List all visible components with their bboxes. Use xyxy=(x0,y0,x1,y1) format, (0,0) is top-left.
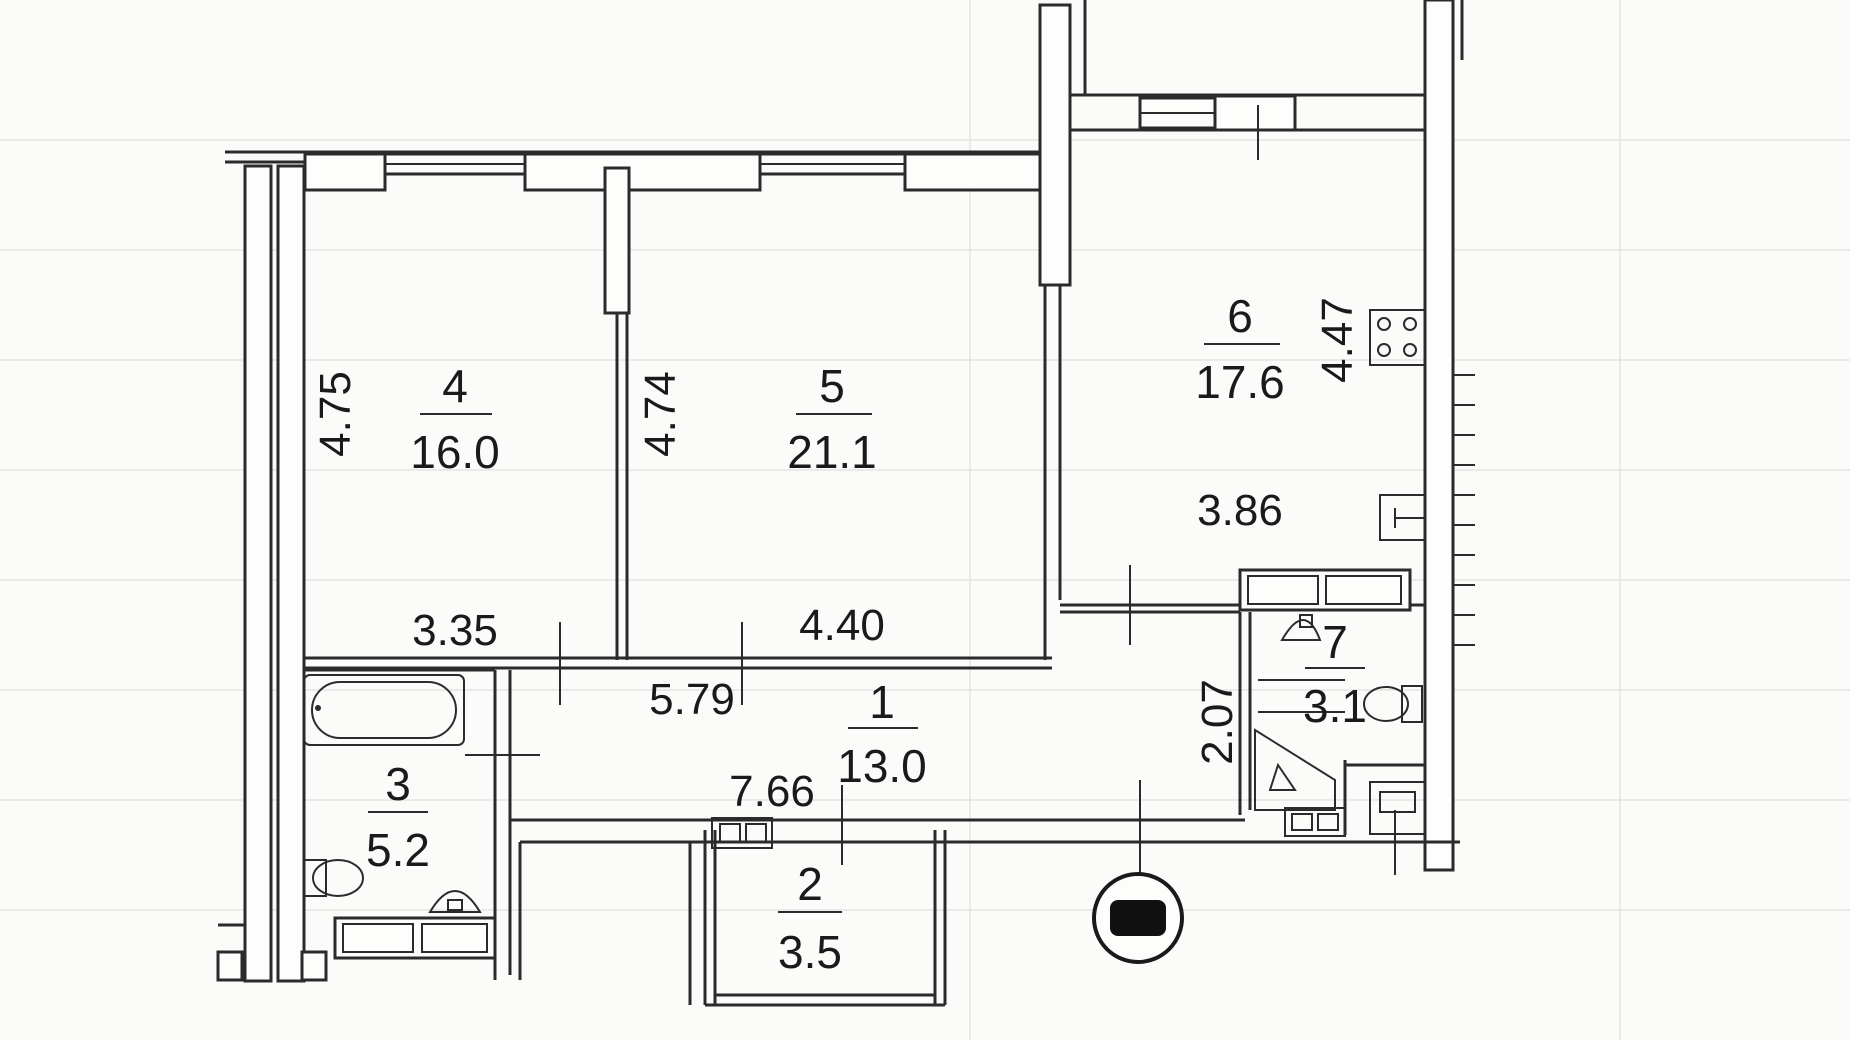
dimension-corridor-width: 5.79 xyxy=(649,675,735,724)
wc-radiator-icon xyxy=(1284,807,1346,837)
interior-walls xyxy=(216,603,1460,1007)
room-number: 5 xyxy=(819,360,845,412)
room-6-label: 6 17.6 xyxy=(1195,290,1285,408)
shower-icon xyxy=(1254,728,1336,811)
room-number: 7 xyxy=(1322,616,1348,668)
wall-room5-room6 xyxy=(1038,3,1072,287)
entrance-marker-icon xyxy=(1092,872,1184,964)
dimension-room4-width: 3.35 xyxy=(412,606,498,655)
right-wall xyxy=(1423,0,1455,872)
bathtub-icon xyxy=(303,674,465,746)
wc-toilet-icon xyxy=(1363,685,1423,723)
dimension-room5-width: 4.40 xyxy=(799,601,885,650)
room-2-label: 2 3.5 xyxy=(778,858,842,978)
room-area: 13.0 xyxy=(837,740,927,792)
room-number: 1 xyxy=(869,676,895,728)
sink-icon xyxy=(428,890,482,913)
dimension-room6-width: 3.86 xyxy=(1197,486,1283,535)
wc-sink-icon xyxy=(1280,614,1322,641)
stove-icon xyxy=(1369,309,1426,366)
dimension-room6-height: 4.47 xyxy=(1313,297,1362,383)
kitchen-radiator-icon xyxy=(1238,568,1412,612)
room-area: 16.0 xyxy=(410,426,500,478)
room-4-label: 4 16.0 xyxy=(410,360,500,478)
room-area: 3.1 xyxy=(1303,680,1367,732)
partition-room4-room5 xyxy=(603,166,631,315)
room-number: 6 xyxy=(1227,290,1253,342)
exterior-walls xyxy=(225,0,1475,983)
room-number: 2 xyxy=(797,858,823,910)
room-number: 4 xyxy=(442,360,468,412)
utility-box-icon xyxy=(1369,781,1426,835)
radiator-icon xyxy=(333,916,497,960)
room-5-label: 5 21.1 xyxy=(787,360,877,478)
right-wall-ticks xyxy=(1453,374,1475,646)
kitchen-sink-icon xyxy=(1379,494,1426,541)
corridor-radiator-icon xyxy=(711,817,773,849)
room-area: 17.6 xyxy=(1195,356,1285,408)
dimension-corridor-length: 7.66 xyxy=(729,767,815,816)
room-area: 5.2 xyxy=(366,824,430,876)
toilet-icon xyxy=(303,859,364,897)
room-7-label: 7 3.1 xyxy=(1303,616,1367,732)
room-1-label: 1 13.0 xyxy=(837,676,927,792)
room-area: 21.1 xyxy=(787,426,877,478)
dimension-room5-height: 4.74 xyxy=(636,371,685,457)
dimension-room4-height: 4.75 xyxy=(311,371,360,457)
dimension-room7-height: 2.07 xyxy=(1193,679,1242,765)
left-wall-inner xyxy=(276,164,306,983)
room-area: 3.5 xyxy=(778,926,842,978)
left-wall-outer xyxy=(243,164,273,983)
room-number: 3 xyxy=(385,758,411,810)
room-3-label: 3 5.2 xyxy=(366,758,430,876)
